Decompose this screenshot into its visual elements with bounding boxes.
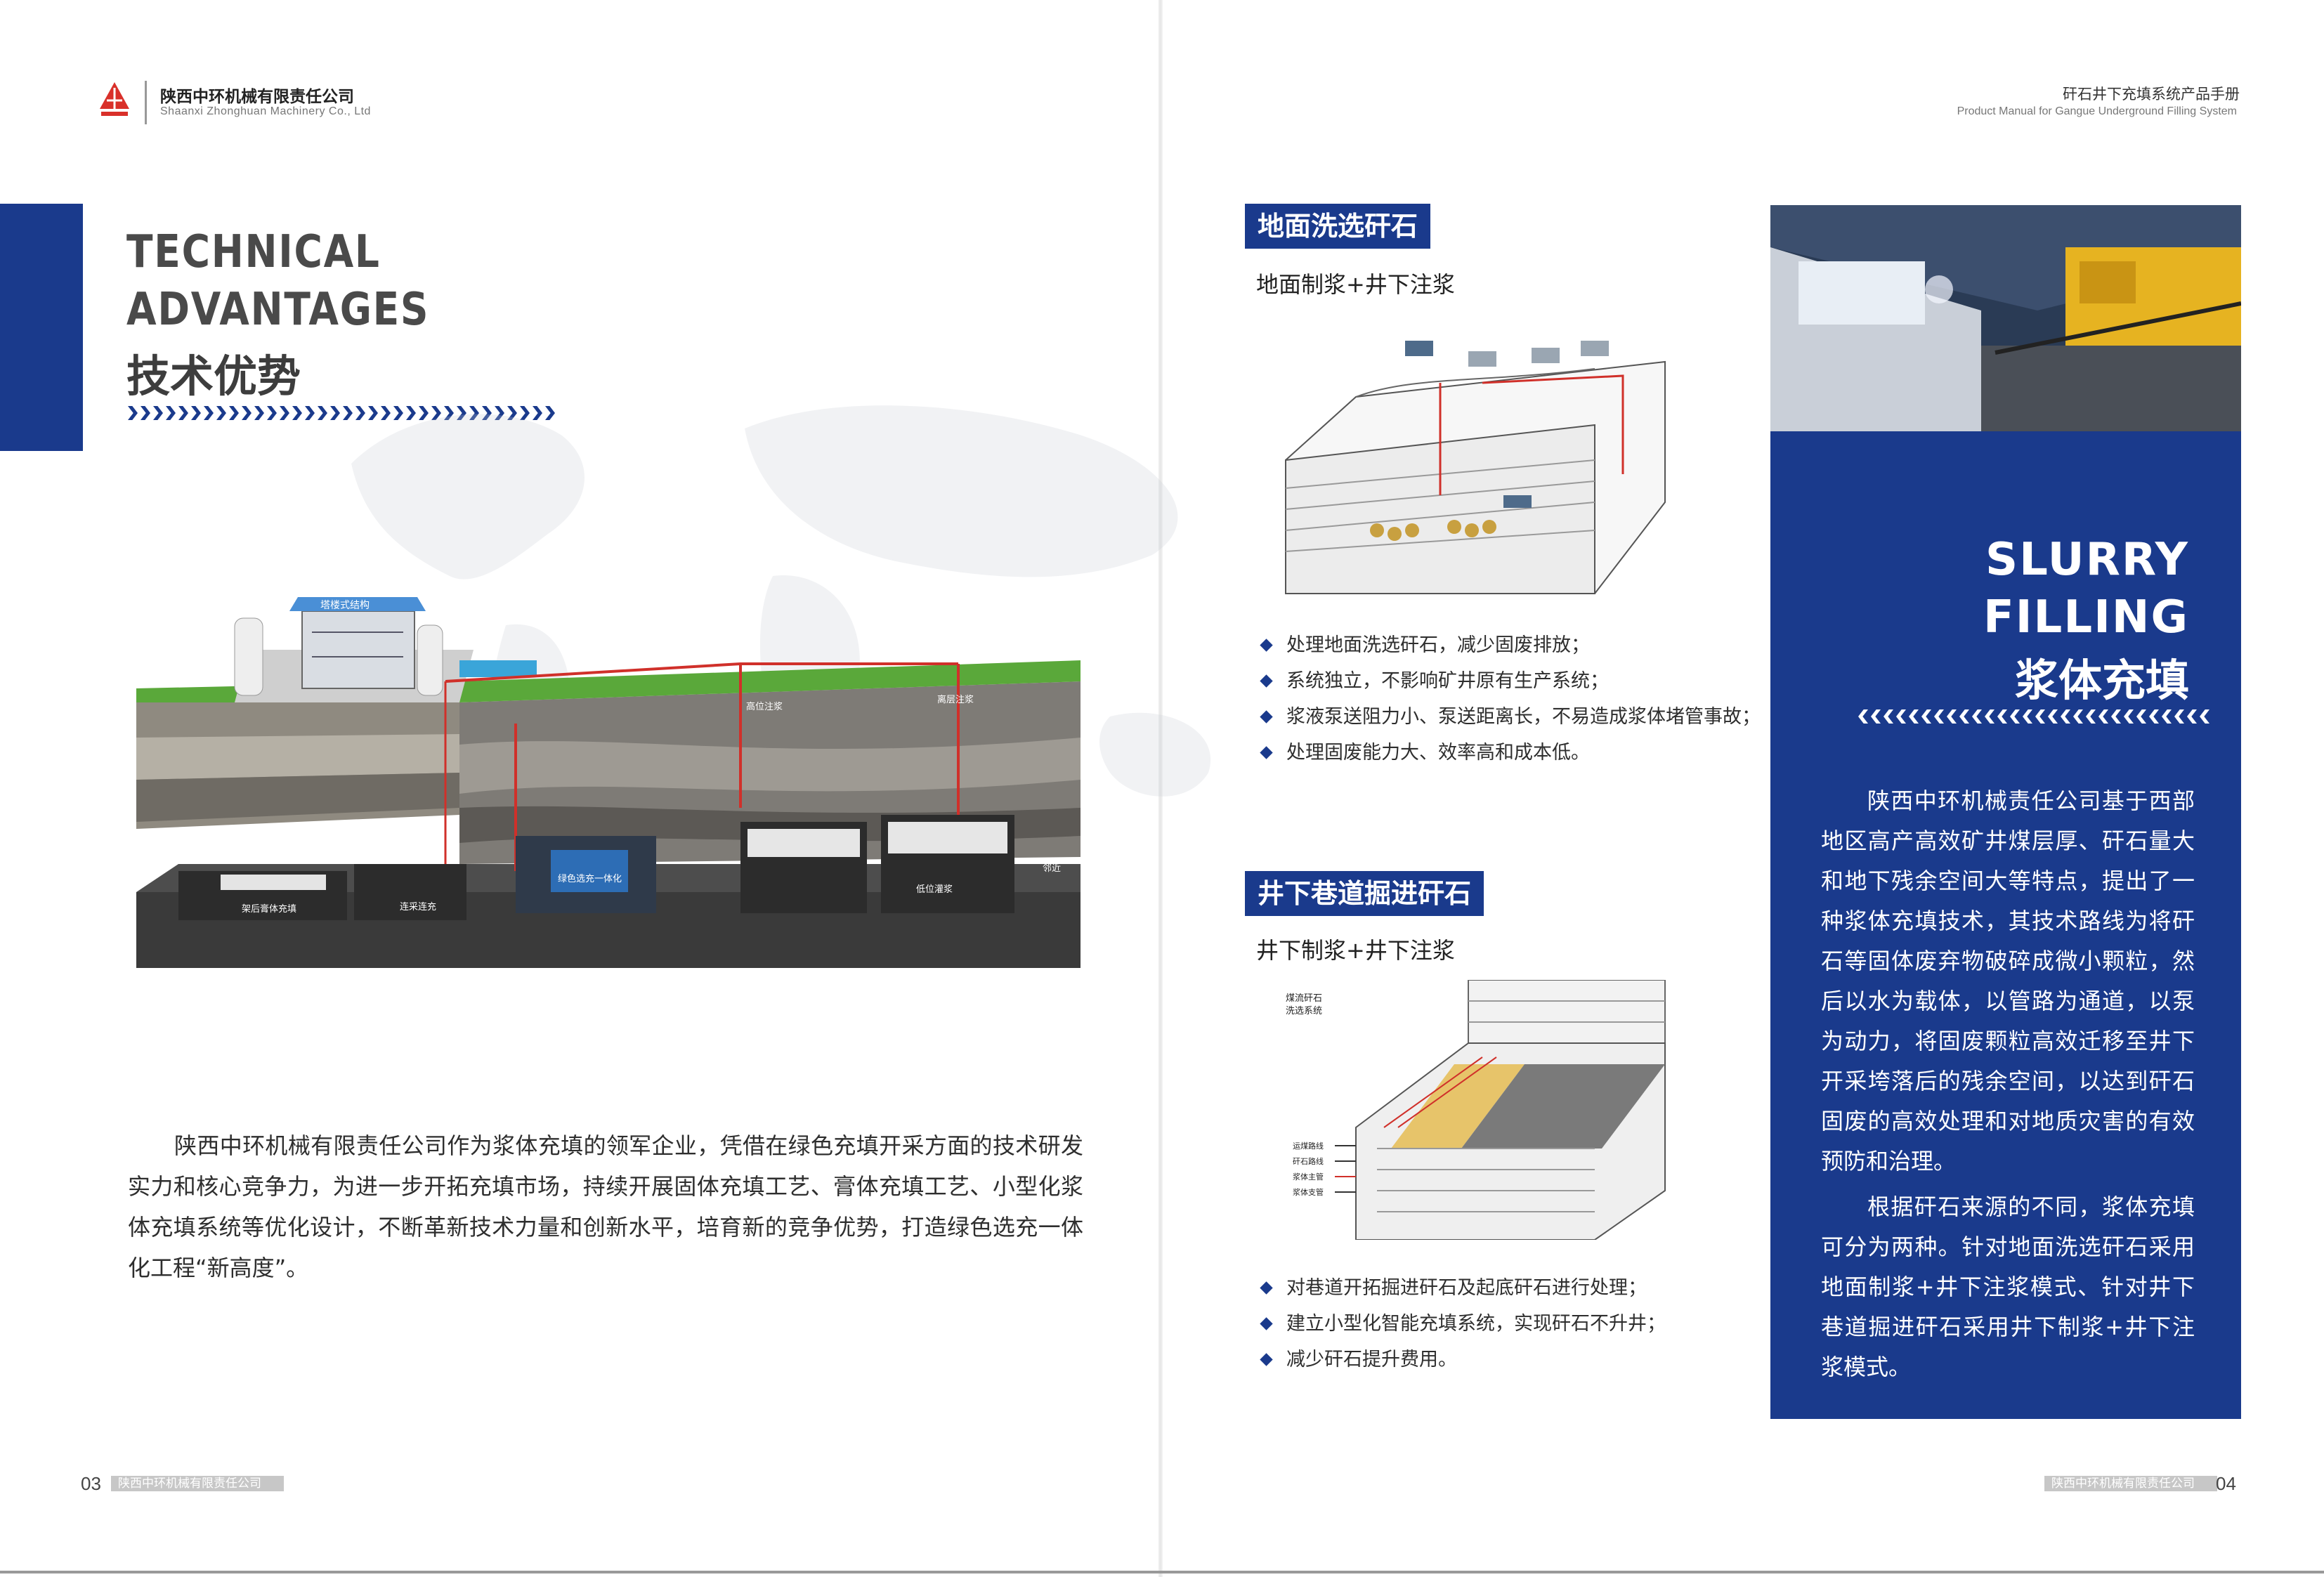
- paste-filling-label: 架后膏体充填: [242, 903, 296, 915]
- title-line-1: TECHNICAL: [126, 226, 381, 278]
- slurry-filling-title: SLURRY FILLING: [1983, 531, 2189, 646]
- technical-advantages-title: TECHNICAL ADVANTAGES: [126, 223, 429, 339]
- legend-main-pipe: 浆体主管: [1293, 1172, 1324, 1182]
- title-line-1: SLURRY: [1985, 534, 2189, 586]
- page-spine: [1158, 0, 1163, 1577]
- footer-company-right: 陕西中环机械有限责任公司: [2044, 1476, 2217, 1491]
- intro-paragraph: 陕西中环机械有限责任公司作为浆体充填的领军企业，凭借在绿色充填开采方面的技术研发…: [128, 1132, 1083, 1281]
- company-logo-icon: [100, 82, 129, 116]
- list-item: 建立小型化智能充填系统，实现矸石不升井；: [1259, 1306, 1666, 1342]
- list-item-text: 处理地面洗选矸石，减少固废排放；: [1286, 634, 1590, 656]
- list-item-text: 减少矸石提升费用。: [1286, 1349, 1457, 1370]
- diamond-bullet-icon: [1260, 710, 1273, 724]
- slurry-filling-panel: [1770, 431, 2241, 1419]
- diamond-bullet-icon: [1260, 1353, 1273, 1366]
- bottom-edge-line: [0, 1571, 2324, 1573]
- world-map-background: [351, 405, 1211, 818]
- title-line-2: ADVANTAGES: [126, 284, 430, 336]
- technical-advantages-title-cn: 技术优势: [126, 351, 301, 402]
- tower-label: 塔楼式结构: [320, 600, 370, 611]
- surface-benefits-list: 处理地面洗选矸石，减少固废排放； 系统独立，不影响矿井原有生产系统； 浆液泵送阻…: [1259, 627, 1761, 771]
- diamond-bullet-icon: [1260, 746, 1273, 759]
- green-integration-label: 绿色选充一体化: [558, 873, 622, 884]
- description-paragraph-2: 根据矸石来源的不同，浆体充填可分为两种。针对地面洗选矸石采用地面制浆+井下注浆模…: [1821, 1193, 2195, 1380]
- list-item: 浆液泵送阻力小、泵送距离长，不易造成浆体堵管事故；: [1259, 699, 1761, 735]
- continuous-mining-label: 连采连充: [400, 901, 436, 912]
- diagram-label-washing: 洗选系统: [1286, 1006, 1322, 1016]
- list-item: 处理地面洗选矸石，减少固废排放；: [1259, 627, 1761, 663]
- description-paragraph-1: 陕西中环机械责任公司基于西部地区高产高效矿井煤层厚、矸石量大和地下残余空间大等特…: [1821, 787, 2195, 1174]
- left-accent-bar: [0, 204, 83, 451]
- section-subtitle-underground: 井下制浆+井下注浆: [1256, 937, 1455, 964]
- low-grouting-label: 低位灌浆: [916, 884, 953, 895]
- page-number-right: 04: [2216, 1473, 2236, 1494]
- diamond-bullet-icon: [1260, 1317, 1273, 1330]
- section-subtitle-surface: 地面制浆+井下注浆: [1256, 271, 1455, 298]
- page-number-left: 03: [81, 1473, 101, 1494]
- underground-process-diagram: 煤流矸石 洗选系统 运煤路线 矸石路线 浆体主管 浆体支管: [1272, 980, 1679, 1240]
- list-item: 减少矸石提升费用。: [1259, 1342, 1666, 1378]
- section-tag-underground: 井下巷道掘进矸石: [1245, 871, 1484, 916]
- company-name-en: Shaanxi Zhonghuan Machinery Co., Ltd: [160, 105, 371, 117]
- legend-gangue-route: 矸石路线: [1293, 1156, 1324, 1166]
- slurry-filling-description: 陕西中环机械责任公司基于西部地区高产高效矿井煤层厚、矸石量大和地下残余空间大等特…: [1821, 781, 2195, 1387]
- company-name-cn: 陕西中环机械有限责任公司: [160, 88, 354, 106]
- title-line-2: FILLING: [1983, 591, 2189, 643]
- manual-title-cn: 矸石井下充填系统产品手册: [2063, 86, 2240, 103]
- list-item: 对巷道开拓掘进矸石及起底矸石进行处理；: [1259, 1270, 1666, 1306]
- list-item: 系统独立，不影响矿井原有生产系统；: [1259, 663, 1761, 699]
- legend-branch-pipe: 浆体支管: [1293, 1187, 1324, 1197]
- list-item-text: 浆液泵送阻力小、泵送距离长，不易造成浆体堵管事故；: [1286, 706, 1761, 728]
- diamond-bullet-icon: [1260, 674, 1273, 688]
- layer-grouting-label: 离层注浆: [937, 694, 974, 705]
- underground-facility-photo: [1770, 205, 2241, 431]
- chevron-divider-icon: [128, 406, 555, 420]
- surface-process-diagram: [1272, 320, 1679, 597]
- diamond-bullet-icon: [1260, 1281, 1273, 1295]
- diagram-label-gangue: 煤流矸石: [1286, 993, 1322, 1004]
- manual-title-en: Product Manual for Gangue Underground Fi…: [1957, 105, 2237, 117]
- neighbor-label: 邻近: [1043, 863, 1061, 874]
- list-item: 处理固废能力大、效率高和成本低。: [1259, 735, 1761, 771]
- list-item-text: 建立小型化智能充填系统，实现矸石不升井；: [1286, 1313, 1666, 1335]
- underground-benefits-list: 对巷道开拓掘进矸石及起底矸石进行处理； 建立小型化智能充填系统，实现矸石不升井；…: [1259, 1270, 1666, 1378]
- legend-coal-route: 运煤路线: [1293, 1141, 1324, 1151]
- filling-system-illustration: 塔楼式结构 高位注浆 离层注浆 架后膏体充填 连采连充 绿色选充一体化 低位灌浆…: [136, 597, 1081, 968]
- diamond-bullet-icon: [1260, 639, 1273, 652]
- chevron-divider-icon: [1858, 709, 2209, 724]
- slurry-filling-title-cn: 浆体充填: [2014, 655, 2189, 706]
- list-item-text: 处理固废能力大、效率高和成本低。: [1286, 742, 1590, 764]
- header-divider: [145, 81, 147, 124]
- list-item-text: 系统独立，不影响矿井原有生产系统；: [1286, 670, 1609, 692]
- section-tag-surface: 地面洗选矸石: [1245, 204, 1431, 249]
- high-grouting-label: 高位注浆: [746, 701, 783, 712]
- list-item-text: 对巷道开拓掘进矸石及起底矸石进行处理；: [1286, 1277, 1647, 1299]
- footer-company-left: 陕西中环机械有限责任公司: [111, 1476, 284, 1491]
